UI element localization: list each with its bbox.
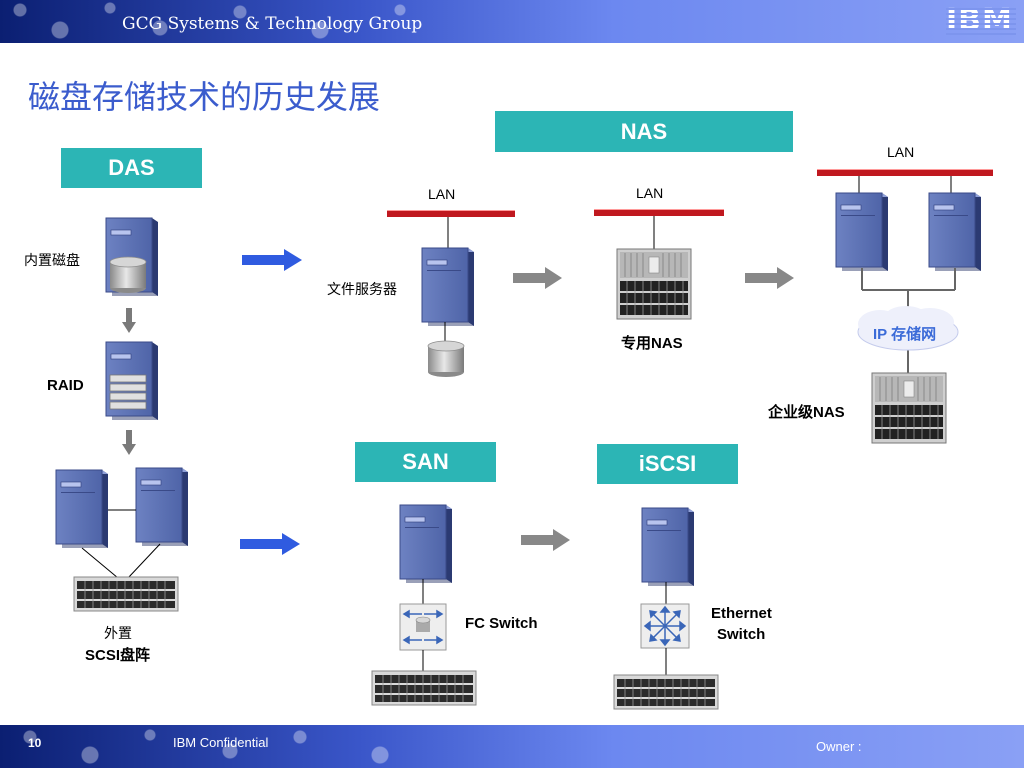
down-arrow-1 [122,308,136,333]
page-number: 10 [28,736,42,750]
label-switch: Switch [717,626,766,643]
iscsi-server [641,507,695,587]
fc-switch-icon [399,603,447,651]
label-raid: RAID [47,377,84,394]
gray-arrow-3 [521,529,570,551]
das-raid-server [105,341,159,421]
label-external: 外置 [104,625,132,641]
label-ip-network: IP 存储网 [873,326,937,343]
enterprise-server-2 [928,192,982,272]
label-scsi-array: SCSI盘阵 [85,647,151,664]
label-file-server: 文件服务器 [327,281,397,297]
gray-arrow-1 [513,267,562,289]
san-server [399,504,453,584]
slide-title: 磁盘存储技术的历史发展 [28,78,381,116]
das-internal-server [105,217,159,297]
lan-bar-1 [387,210,515,248]
label-enterprise-nas: 企业级NAS [768,404,845,421]
down-arrow-2 [122,430,136,455]
lan-bar-2 [594,209,724,249]
label-internal-disk: 内置磁盘 [24,252,80,268]
header-bar [0,0,1024,43]
dedicated-nas-device [616,248,692,320]
label-ethernet: Ethernet [711,605,772,622]
file-server [421,247,475,378]
header-group-name: GCG Systems & Technology Group [122,14,423,34]
footer-decoration [0,725,460,768]
lan-bar-3 [817,169,993,193]
das-box: DAS [61,148,202,188]
label-fc-switch: FC Switch [465,615,538,632]
label-lan-1: LAN [428,186,456,202]
enterprise-nas-device [871,372,947,444]
footer-confidential: IBM Confidential [173,735,269,750]
label-lan-2: LAN [636,185,664,201]
iscsi-box: iSCSI [597,444,738,484]
das-external-servers [55,467,189,612]
san-box: SAN [355,442,496,482]
label-lan-3: LAN [887,144,915,160]
footer-owner: Owner : [816,739,862,754]
iscsi-array [613,674,719,710]
label-dedicated-nas: 专用NAS [621,335,683,352]
enterprise-server-1 [835,192,889,272]
nas-box: NAS [495,111,793,152]
gray-arrow-2 [745,267,794,289]
header-decoration [0,0,460,43]
blue-arrow-nas [242,249,302,271]
footer-bar [0,725,1024,768]
ethernet-switch-icon [640,603,690,649]
san-array [371,670,477,706]
ip-network-cloud [857,306,959,351]
blue-arrow-san [240,533,300,555]
